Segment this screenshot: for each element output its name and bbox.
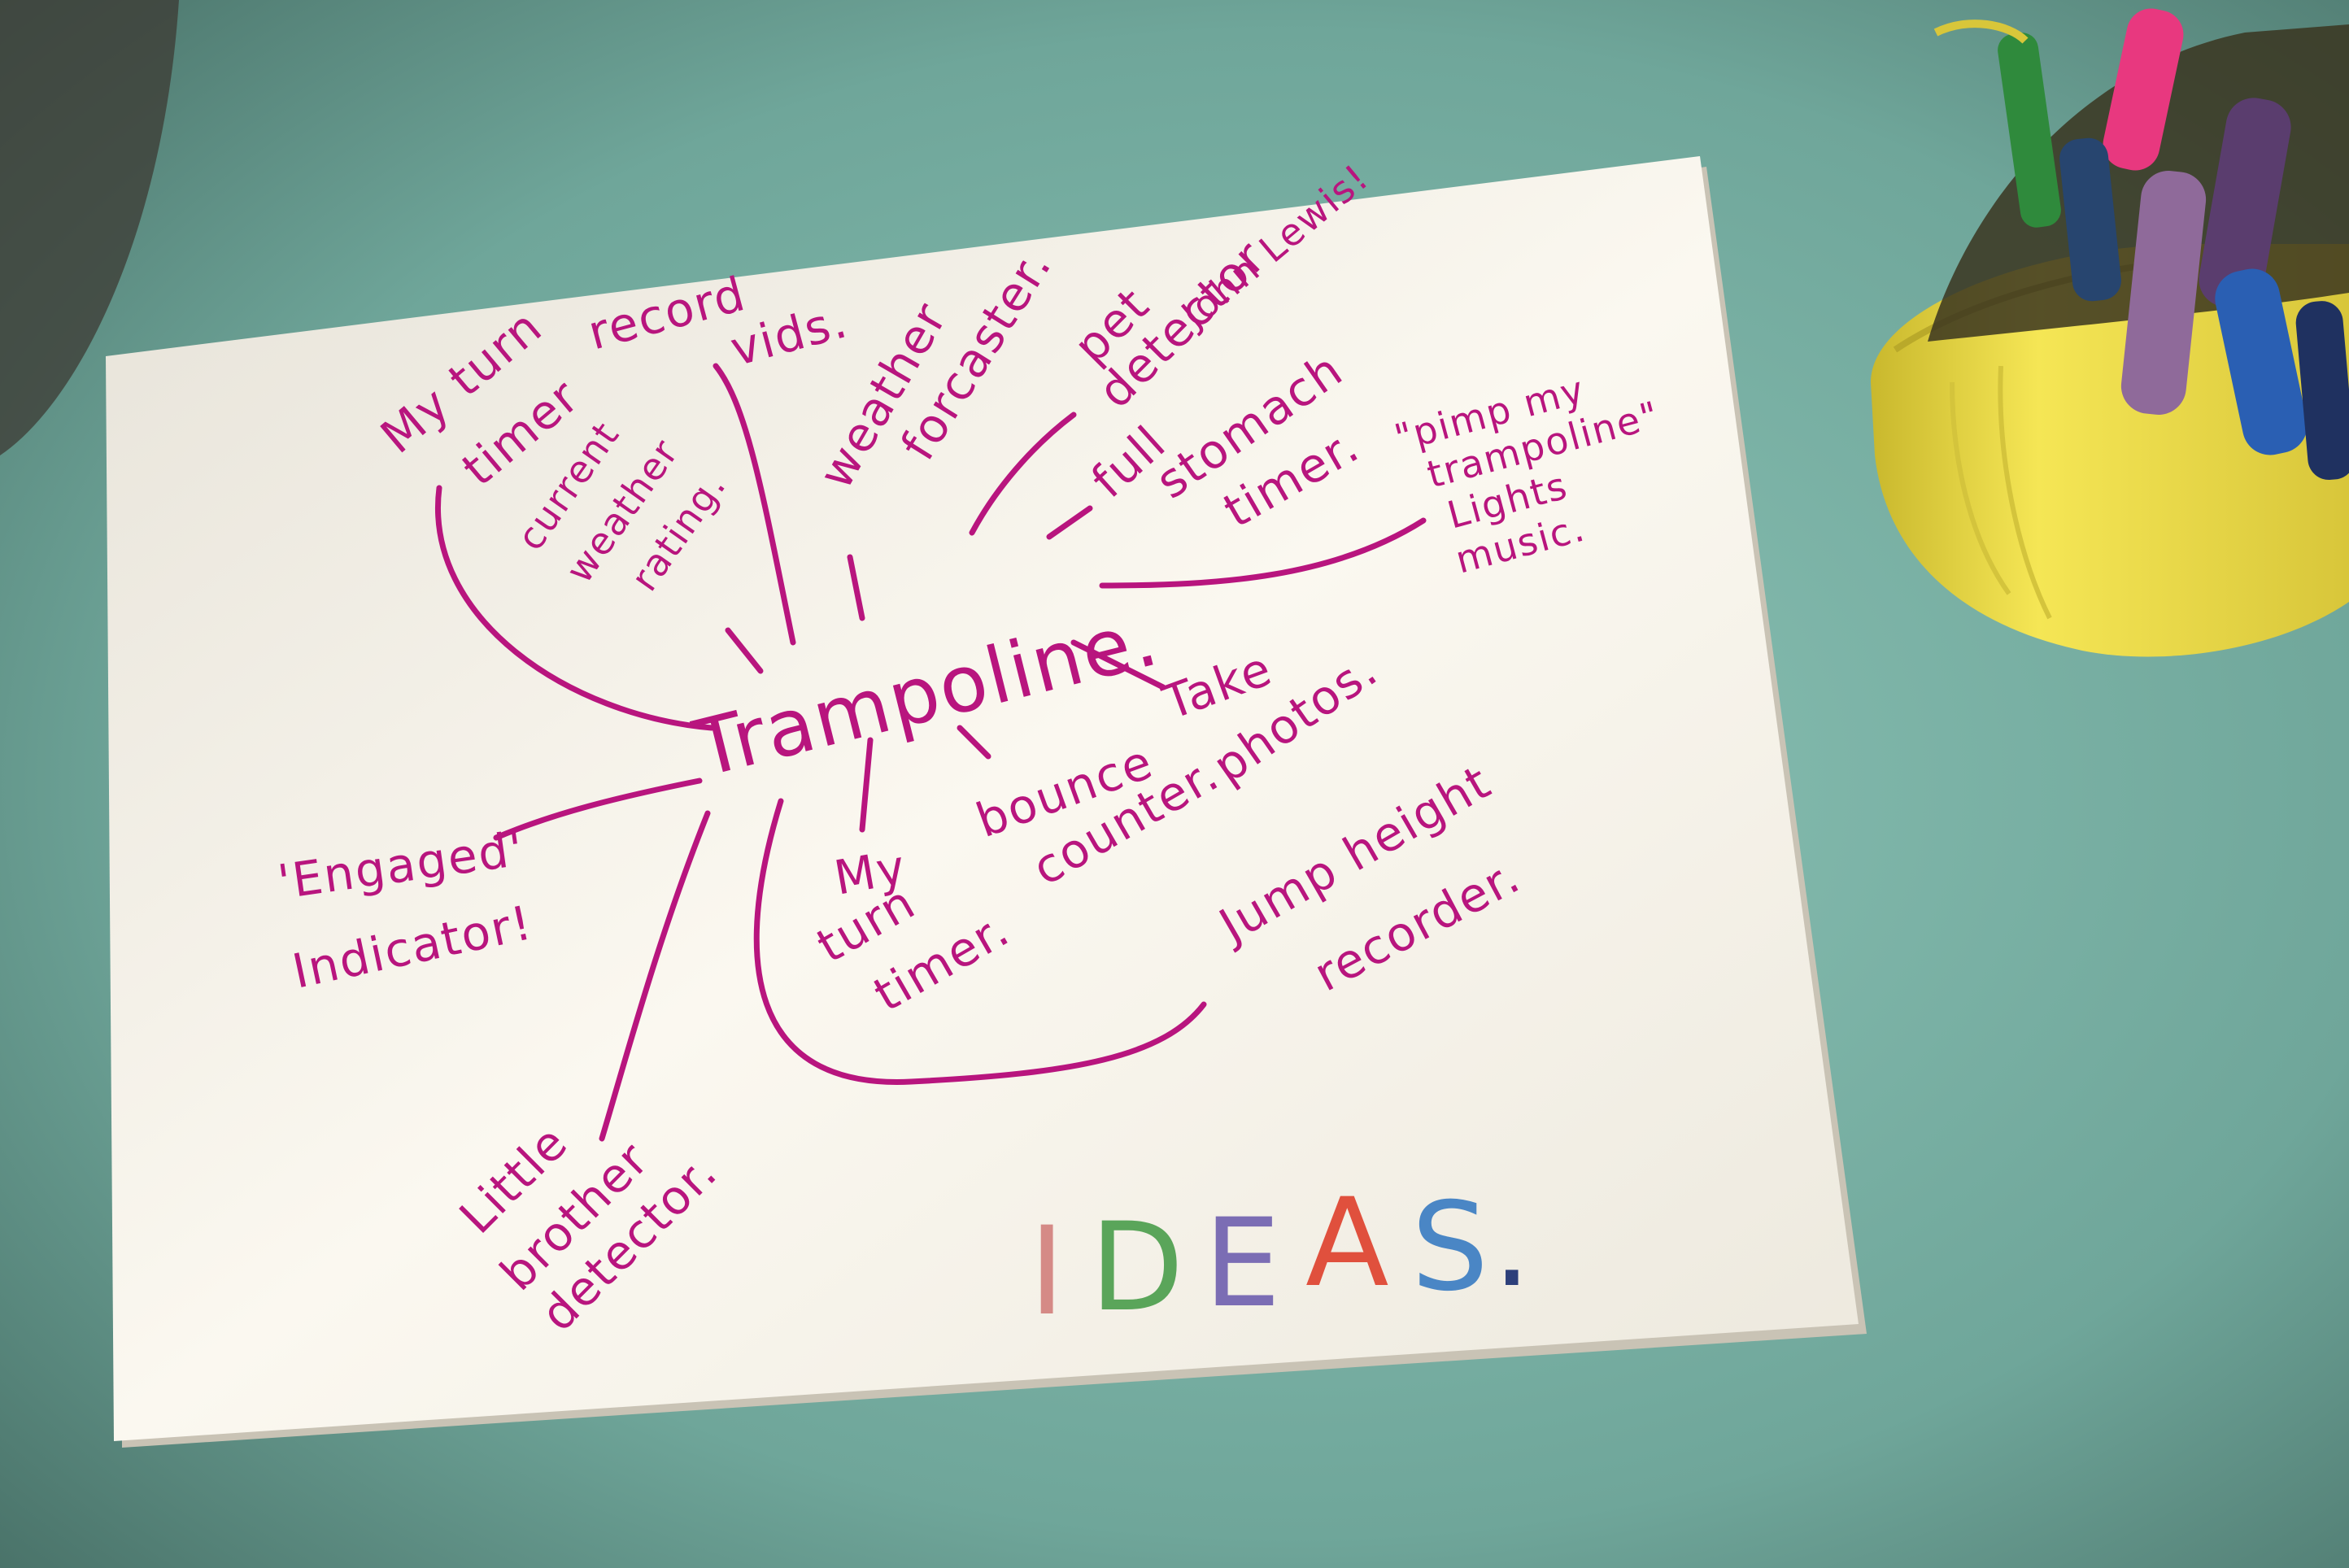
mind-map-lines xyxy=(435,363,1427,1142)
line-to-bounce xyxy=(957,725,991,760)
marker-cup xyxy=(1871,8,2349,657)
line-to-pimp xyxy=(1099,517,1427,589)
pink-marker-icon xyxy=(2103,8,2184,171)
table-shadow xyxy=(0,0,179,455)
line-to-full-stomach xyxy=(1046,505,1093,540)
ideas-letter: S xyxy=(1411,1177,1495,1318)
paper-sheet xyxy=(106,156,1867,1448)
purple-marker-icon xyxy=(2120,171,2207,415)
ideas-letter: I xyxy=(1029,1201,1071,1343)
ideas-letter: A xyxy=(1305,1173,1396,1314)
line-to-engaged xyxy=(493,777,703,841)
line-to-my-turn-timer-top xyxy=(435,485,715,731)
ideas-letter: . xyxy=(1493,1173,1538,1314)
line-to-current-weather xyxy=(725,627,764,674)
cup-rib xyxy=(1998,365,2052,620)
cup-rib xyxy=(1950,381,2011,595)
green-marker-icon xyxy=(1998,33,2061,228)
dark-blue-marker-icon xyxy=(2295,301,2349,481)
ideas-title: I D E A S . xyxy=(1029,1173,1538,1343)
ideas-letter: E xyxy=(1204,1193,1288,1335)
line-to-jump-height xyxy=(753,798,1207,1085)
navy-marker-icon xyxy=(2059,137,2121,302)
line-to-my-turn-timer-bottom xyxy=(859,737,874,833)
idea-my-turn-timer-bottom-line-1: My xyxy=(830,838,911,905)
ideas-letter: D xyxy=(1090,1197,1191,1339)
cup-handle xyxy=(1933,20,2029,44)
blue-marker-icon xyxy=(2215,268,2308,455)
line-to-record xyxy=(713,363,796,646)
violet-marker-icon xyxy=(2199,98,2291,309)
line-to-take-photos xyxy=(1070,639,1166,690)
line-to-little-brother xyxy=(599,810,711,1142)
line-to-pet xyxy=(969,412,1077,536)
line-to-weather xyxy=(847,554,865,621)
